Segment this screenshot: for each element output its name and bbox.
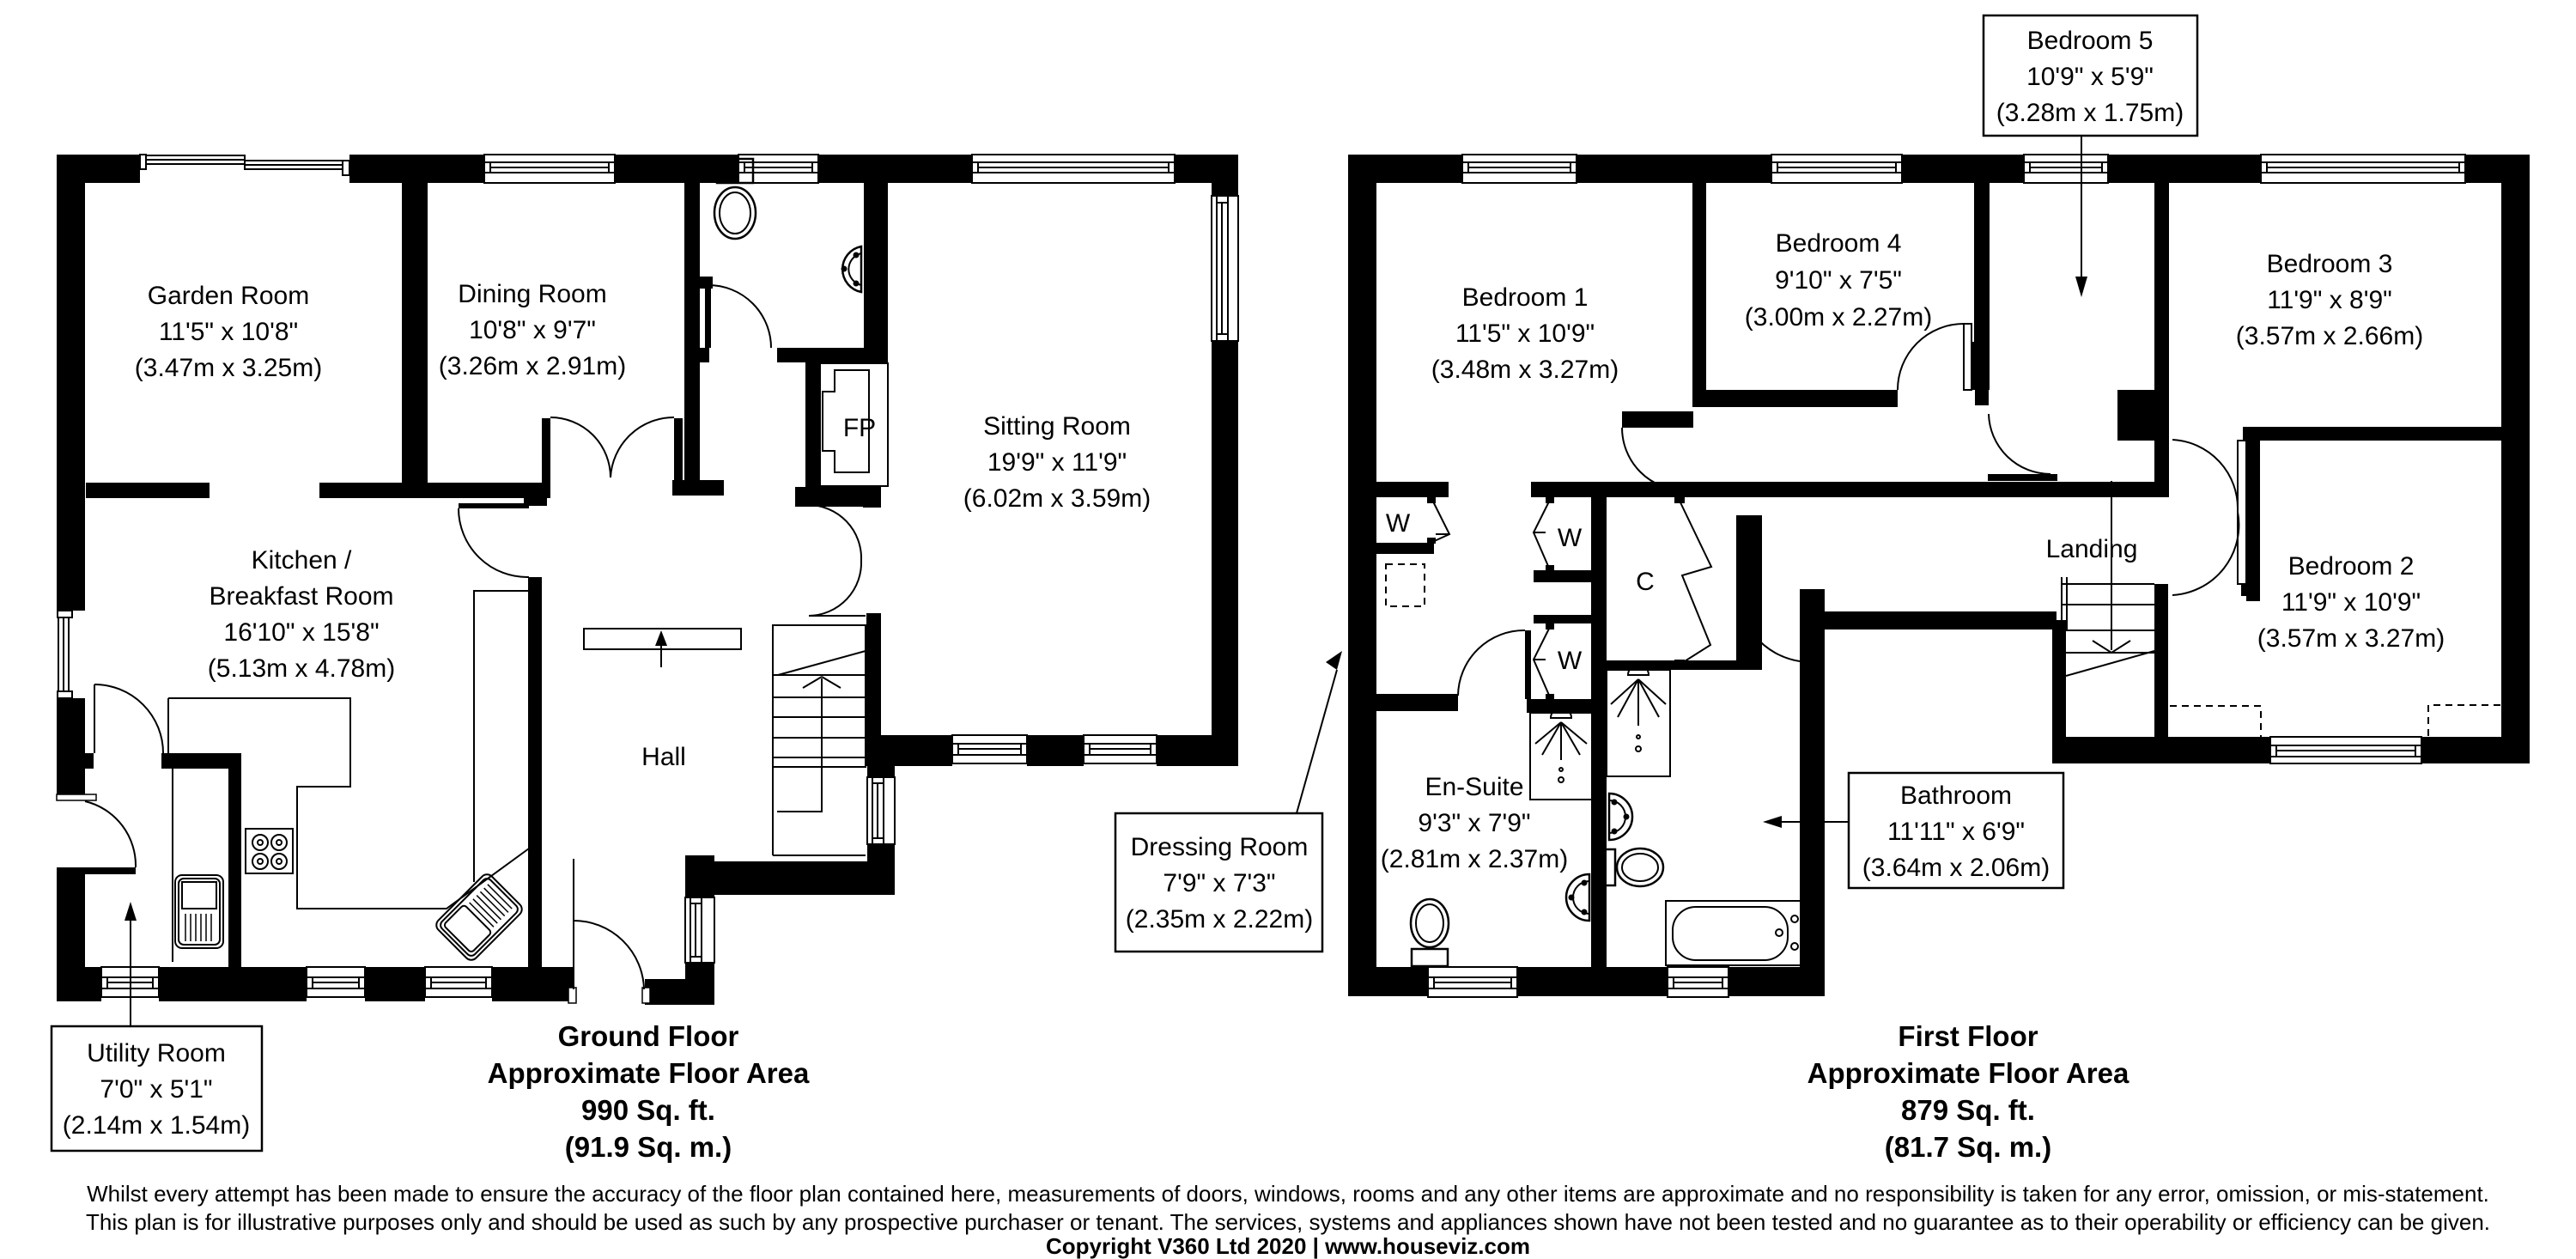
svg-text:(3.57m x 3.27m): (3.57m x 3.27m) [2257,624,2445,653]
svg-text:W: W [1558,647,1583,675]
svg-text:11'9" x 8'9": 11'9" x 8'9" [2267,286,2392,314]
svg-text:Landing: Landing [2046,535,2138,563]
svg-text:(81.7 Sq. m.): (81.7 Sq. m.) [1885,1131,2051,1163]
svg-text:(2.14m x 1.54m): (2.14m x 1.54m) [63,1111,250,1140]
svg-text:Bedroom 4: Bedroom 4 [1776,229,1902,258]
svg-text:Approximate Floor Area: Approximate Floor Area [488,1057,810,1089]
svg-text:(3.57m x 2.66m): (3.57m x 2.66m) [2236,322,2423,350]
svg-text:Bedroom 5: Bedroom 5 [2027,27,2154,55]
svg-text:9'10" x 7'5": 9'10" x 7'5" [1775,266,1902,295]
svg-text:Copyright V360 Ltd 2020 | www.: Copyright V360 Ltd 2020 | www.houseviz.c… [1046,1233,1530,1259]
svg-text:(3.26m x 2.91m): (3.26m x 2.91m) [439,352,626,380]
svg-text:Dressing Room: Dressing Room [1131,833,1309,861]
svg-text:10'8" x 9'7": 10'8" x 9'7" [469,316,596,344]
svg-text:7'9" x 7'3": 7'9" x 7'3" [1163,869,1275,897]
svg-text:(91.9 Sq. m.): (91.9 Sq. m.) [565,1131,732,1163]
svg-text:16'10" x 15'8": 16'10" x 15'8" [223,618,379,647]
svg-text:11'5" x 10'8": 11'5" x 10'8" [159,318,298,346]
svg-text:Ground Floor: Ground Floor [558,1020,739,1052]
svg-text:(2.35m x 2.22m): (2.35m x 2.22m) [1126,905,1313,934]
svg-text:En-Suite: En-Suite [1425,773,1523,801]
svg-text:(5.13m x 4.78m): (5.13m x 4.78m) [208,654,395,683]
svg-text:7'0" x 5'1": 7'0" x 5'1" [100,1075,212,1104]
svg-text:(3.28m x 1.75m): (3.28m x 1.75m) [1996,99,2184,127]
svg-text:10'9" x 5'9": 10'9" x 5'9" [2026,63,2154,91]
svg-text:Approximate Floor Area: Approximate Floor Area [1807,1057,2129,1089]
svg-text:11'5" x 10'9": 11'5" x 10'9" [1455,319,1595,348]
svg-text:Kitchen /: Kitchen / [252,546,352,575]
svg-text:879 Sq. ft.: 879 Sq. ft. [1901,1094,2035,1126]
svg-text:19'9" x 11'9": 19'9" x 11'9" [987,448,1127,477]
svg-text:Bedroom 3: Bedroom 3 [2267,250,2393,278]
svg-text:Utility Room: Utility Room [87,1039,226,1067]
svg-text:W: W [1558,524,1583,552]
svg-text:Bedroom 1: Bedroom 1 [1462,283,1589,312]
svg-text:Whilst every attempt has been: Whilst every attempt has been made to en… [87,1181,2489,1207]
svg-text:W: W [1386,509,1411,538]
svg-text:Bathroom: Bathroom [1900,782,2012,810]
svg-text:Sitting Room: Sitting Room [983,412,1131,441]
svg-text:Breakfast Room: Breakfast Room [209,582,393,611]
svg-text:Dining Room: Dining Room [458,280,606,308]
svg-text:FP: FP [843,414,876,442]
svg-text:(2.81m x 2.37m): (2.81m x 2.37m) [1381,845,1568,873]
svg-text:9'3" x 7'9": 9'3" x 7'9" [1418,809,1530,837]
svg-text:11'9" x 10'9": 11'9" x 10'9" [2281,588,2421,617]
svg-text:(6.02m x 3.59m): (6.02m x 3.59m) [963,484,1151,513]
svg-text:990 Sq. ft.: 990 Sq. ft. [581,1094,715,1126]
svg-text:11'11" x 6'9": 11'11" x 6'9" [1887,818,2025,846]
svg-text:This plan is for illustrative: This plan is for illustrative purposes o… [86,1209,2490,1235]
svg-text:Bedroom 2: Bedroom 2 [2288,552,2415,581]
svg-text:(3.00m x 2.27m): (3.00m x 2.27m) [1745,303,1932,331]
svg-text:(3.64m x 2.06m): (3.64m x 2.06m) [1862,854,2050,882]
svg-text:(3.47m x 3.25m): (3.47m x 3.25m) [135,354,322,382]
svg-text:C: C [1636,568,1655,596]
svg-text:(3.48m x 3.27m): (3.48m x 3.27m) [1431,356,1619,384]
svg-text:Garden Room: Garden Room [148,282,309,310]
svg-text:First Floor: First Floor [1898,1020,2038,1052]
svg-text:Hall: Hall [641,743,686,771]
